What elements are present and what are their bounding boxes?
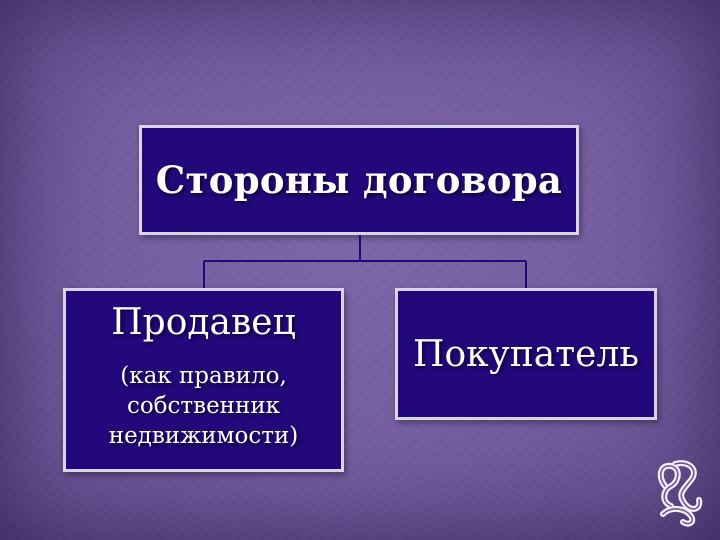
buyer-title: Покупатель <box>413 333 639 375</box>
root-node-box: Стороны договора <box>139 125 579 235</box>
seller-node-box: Продавец (как правило, собственник недви… <box>63 288 344 472</box>
flourish-icon <box>657 460 703 527</box>
seller-note-line-3: недвижимости) <box>108 423 299 449</box>
root-node-label: Стороны договора <box>155 158 563 202</box>
seller-title: Продавец <box>111 302 296 343</box>
buyer-node-box: Покупатель <box>395 288 657 420</box>
seller-note-line-2: собственник <box>126 393 281 419</box>
seller-note-line-1: (как правило, <box>120 363 287 389</box>
